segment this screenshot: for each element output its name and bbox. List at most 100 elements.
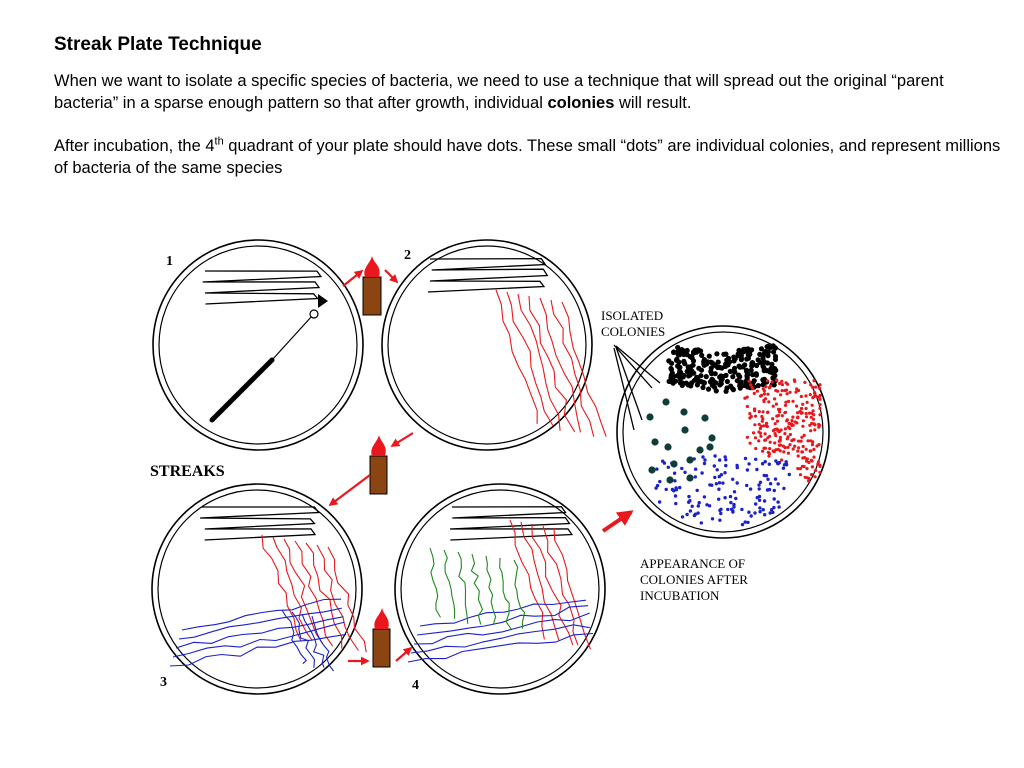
colony-dot <box>772 356 779 363</box>
colony-dot <box>793 444 797 448</box>
colony-dot <box>813 428 817 432</box>
colony-dot <box>781 466 786 470</box>
colony-dot <box>761 359 767 365</box>
colony-dot <box>754 457 758 461</box>
colony-dot <box>689 355 695 361</box>
colony-dot <box>753 511 757 515</box>
colony-dot <box>787 421 791 426</box>
intro-paragraph: When we want to isolate a specific speci… <box>54 70 1004 114</box>
streak-line <box>261 534 367 653</box>
flame-icon <box>374 608 389 629</box>
incubation-paragraph: After incubation, the 4th quadrant of yo… <box>54 135 1004 179</box>
colony-dot <box>800 450 805 454</box>
colony-dot <box>675 351 681 358</box>
colony-dot <box>717 487 721 491</box>
streak-line <box>407 599 594 663</box>
colony-dot <box>666 476 674 484</box>
colony-dot <box>681 351 687 358</box>
colony-dot <box>746 520 750 525</box>
colony-dot <box>768 482 773 486</box>
colony-dot <box>707 504 712 508</box>
colony-dot <box>655 483 660 488</box>
colony-dot <box>773 422 777 426</box>
streak-quadrant-2 <box>261 289 607 653</box>
colony-dot <box>718 379 724 385</box>
colony-dot <box>818 413 822 417</box>
colony-dot <box>783 427 788 431</box>
colony-dot <box>767 454 771 458</box>
colony-dot <box>765 421 769 425</box>
colony-dot <box>732 502 736 507</box>
colony-dot <box>814 468 818 473</box>
colony-dot <box>748 441 752 445</box>
colony-dot <box>754 414 758 418</box>
colony-dot <box>717 481 722 485</box>
colony-dot <box>804 394 808 398</box>
colony-dot <box>749 360 756 366</box>
colony-dot <box>769 508 774 512</box>
colony-dot <box>768 511 772 515</box>
colony-dot <box>734 496 738 501</box>
isolated-label-line-1: ISOLATED <box>601 308 663 323</box>
flame-icon <box>371 435 386 456</box>
colony-dot <box>804 411 808 416</box>
colony-dot <box>817 443 821 447</box>
streak-line <box>427 257 549 293</box>
colony-dot <box>818 383 822 387</box>
colony-dot <box>703 458 707 462</box>
colony-dot <box>782 486 786 491</box>
colony-dot <box>646 413 654 421</box>
bunsen-burner-icon <box>362 256 382 316</box>
colony-dot <box>713 475 717 480</box>
colony-dot <box>713 388 719 394</box>
colony-dot <box>791 447 795 451</box>
colony-dot <box>743 367 750 373</box>
colony-dot <box>785 418 789 422</box>
colony-dot <box>810 473 814 477</box>
colony-dot <box>784 403 788 407</box>
colony-dot <box>664 443 672 451</box>
colony-dot <box>777 505 781 509</box>
colony-dot <box>790 419 794 423</box>
colony-dot <box>772 505 776 510</box>
colony-dot <box>778 381 782 386</box>
colony-dot <box>724 458 728 462</box>
colony-dot <box>813 423 817 427</box>
colony-dot <box>753 436 758 440</box>
colony-dot <box>754 502 758 506</box>
colony-dot <box>774 402 779 406</box>
colony-dot <box>788 427 792 431</box>
colony-dot <box>680 408 688 416</box>
colony-dot <box>734 378 740 384</box>
colony-dot <box>783 446 787 450</box>
colony-dot <box>743 456 748 461</box>
colony-dot <box>778 443 783 447</box>
colony-dot <box>680 374 686 380</box>
colony-dot <box>757 410 761 414</box>
colony-dot <box>750 372 756 378</box>
colony-dot <box>688 509 693 513</box>
intro-text-1: When we want to isolate a specific speci… <box>54 72 944 112</box>
colony-dot <box>712 371 718 377</box>
colony-dot <box>763 438 767 442</box>
colony-dot <box>818 470 822 474</box>
colony-dot <box>735 481 739 485</box>
colony-dot <box>778 435 783 440</box>
colony-dot <box>757 483 761 487</box>
colony-dot <box>788 432 793 437</box>
colony-dot <box>700 384 706 391</box>
colony-dot <box>677 370 683 376</box>
appearance-label-line-2: COLONIES AFTER <box>640 572 748 587</box>
colony-dot <box>672 471 677 475</box>
colony-dot <box>767 452 772 456</box>
colony-dot <box>773 397 777 401</box>
colony-dot <box>775 378 779 382</box>
colony-dot <box>705 503 709 507</box>
colony-dot <box>801 419 806 423</box>
colony-dot <box>745 483 749 488</box>
colony-dot <box>753 423 757 427</box>
colony-dot <box>805 476 810 480</box>
colony-dot <box>759 434 763 438</box>
colony-dot <box>796 449 800 453</box>
colony-dot <box>662 398 670 406</box>
